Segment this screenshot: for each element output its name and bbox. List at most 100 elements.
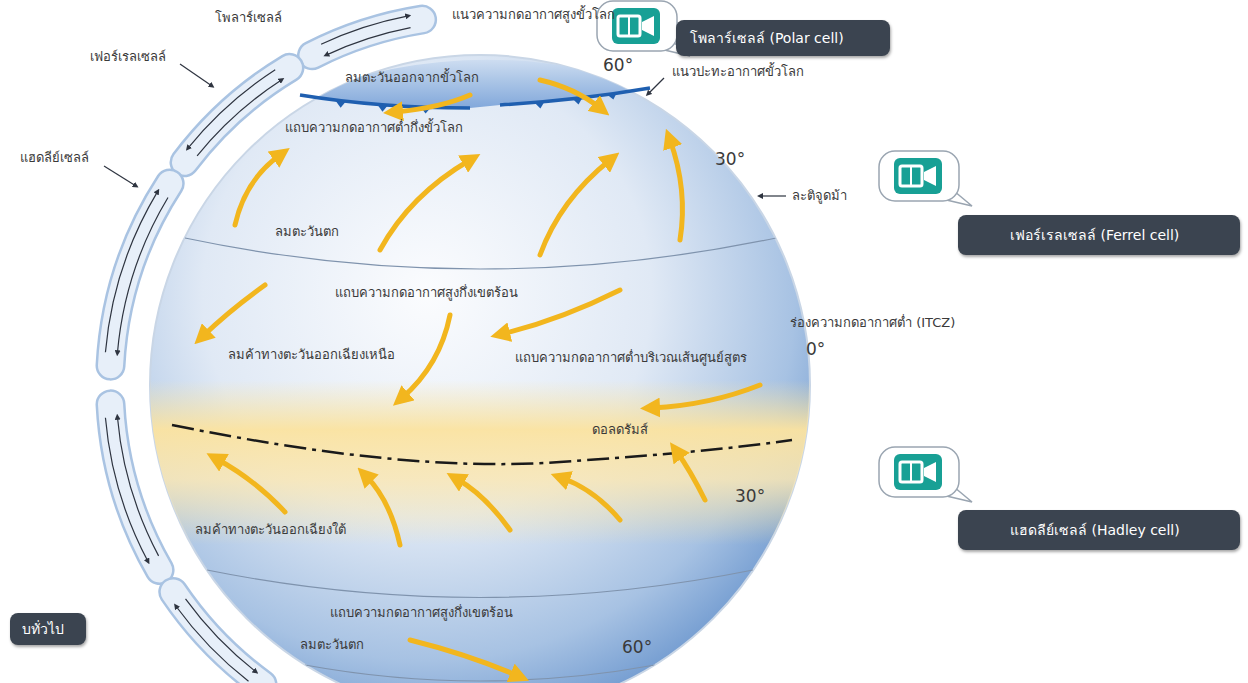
cell-flow-arrow — [188, 70, 275, 149]
front-tooth — [336, 101, 346, 108]
leader-line — [648, 78, 664, 94]
icon-tile — [612, 8, 660, 44]
front-tooth — [607, 93, 617, 100]
cell-flow-arrow — [117, 417, 158, 556]
front-teeth — [336, 93, 617, 114]
front-tooth — [573, 98, 583, 105]
latitude-line — [207, 570, 753, 598]
latitude-name: ละติจูดม้า — [792, 188, 847, 204]
wind-label: ลมตะวันออกจากขั้วโลก — [345, 70, 479, 86]
wind-arrow — [457, 479, 510, 530]
wind-arrow — [395, 95, 470, 112]
cell-flow-arrow — [105, 418, 148, 562]
camera-lens — [924, 462, 936, 482]
itcz-line — [172, 425, 792, 464]
video-button: เฟอร์เรลเซลล์ (Ferrel cell) — [958, 215, 1240, 255]
wind-arrow — [670, 140, 682, 240]
leader-line — [760, 195, 786, 196]
pressure-label: แนวความกดอากาศสูงขั้วโลก — [452, 7, 615, 23]
front-tooth — [378, 105, 388, 112]
cell-flow-arrow — [176, 606, 249, 681]
polar-cap — [300, 60, 650, 108]
cell-band — [185, 68, 290, 162]
wind-arrow — [502, 290, 620, 334]
icon-tile — [894, 454, 942, 490]
wind-arrow — [380, 160, 470, 250]
globe — [150, 55, 810, 683]
film-frame — [900, 166, 922, 186]
circulation-cells — [105, 16, 422, 683]
wind-arrow — [402, 315, 450, 398]
bubble — [879, 151, 959, 201]
wind-arrow — [562, 478, 620, 520]
video-icon — [879, 151, 972, 206]
button-text: โพลาร์เซลล์ (Polar cell) — [690, 27, 844, 49]
latitude-label: 30° — [735, 486, 765, 507]
cell-label: เฟอร์เรลเซลล์ — [90, 49, 166, 65]
cell-flow-arrow — [197, 80, 282, 156]
video-button: แฮดลีย์เซลล์ (Hadley cell) — [958, 510, 1240, 550]
camera-lens — [642, 16, 654, 36]
cell-flow-arrow — [105, 191, 157, 352]
leader-line — [104, 166, 136, 186]
wind-arrow — [540, 160, 610, 255]
trough-label: ร่องความกดอากาศต่ำ (ITCZ) — [790, 315, 955, 331]
leader-line — [180, 64, 212, 86]
wind-arrow — [217, 459, 285, 512]
pressure-label: แถบความกดอากาศต่ำกึ่งขั้วโลก — [285, 120, 463, 136]
wind-label: ลมค้าทางตะวันออกเฉียงใต้ — [195, 522, 346, 538]
wind-arrow — [235, 155, 280, 225]
pressure-label: แถบความกดอากาศต่ำบริเวณเส้นศูนย์สูตร — [515, 350, 747, 366]
latitude-line — [185, 238, 776, 269]
wind-arrows — [203, 80, 760, 676]
latitude-label: 60° — [622, 637, 652, 658]
pressure-label: แถบความกดอากาศสูงกึ่งเขตร้อน — [335, 285, 518, 301]
latitude-label: 0° — [806, 339, 825, 360]
icon-tile — [894, 158, 942, 194]
video-icon — [879, 447, 972, 502]
equator-band — [150, 380, 810, 545]
wind-arrow — [366, 476, 400, 545]
wind-label: ลมตะวันตก — [275, 224, 339, 240]
cell-band — [173, 592, 262, 683]
cell-band — [111, 183, 170, 365]
latitude-line — [305, 665, 655, 681]
front-tooth — [534, 102, 544, 109]
cell-band-fill — [173, 592, 262, 683]
film-divider — [910, 166, 912, 186]
cell-label: โพลาร์เซลล์ — [215, 10, 282, 26]
latitude-label: 30° — [715, 149, 745, 170]
wind-arrow — [540, 80, 600, 108]
button-text: บทั่วไป — [22, 618, 64, 640]
cell-flow-arrow — [186, 599, 256, 672]
menu-button: บทั่วไป — [10, 613, 86, 645]
wind-arrow — [203, 285, 265, 336]
pressure-label: แถบความกดอากาศสูงกึ่งเขตร้อน — [330, 605, 513, 621]
latitude-label: 60° — [603, 55, 633, 76]
leader-lines — [104, 64, 786, 196]
film-frame — [618, 16, 640, 36]
cell-flow-arrow — [326, 28, 410, 55]
cell-band-fill — [111, 183, 170, 365]
front-label: แนวปะทะอากาศขั้วโลก — [672, 64, 804, 80]
film-divider — [628, 16, 630, 36]
button-text: เฟอร์เรลเซลล์ (Ferrel cell) — [1010, 224, 1179, 246]
cell-band-fill — [185, 68, 290, 162]
camera-lens — [924, 166, 936, 186]
video-button: โพลาร์เซลล์ (Polar cell) — [676, 20, 890, 56]
wind-label: ลมค้าทางตะวันออกเฉียงเหนือ — [228, 347, 395, 363]
film-frame — [900, 462, 922, 482]
wind-arrow — [677, 452, 705, 500]
film-divider — [910, 462, 912, 482]
cell-band-fill — [312, 20, 422, 56]
cell-flow-arrow — [117, 198, 168, 354]
wind-arrow — [410, 640, 518, 676]
cell-band — [312, 20, 422, 56]
button-text: แฮดลีย์เซลล์ (Hadley cell) — [1010, 519, 1180, 541]
wind-arrow — [652, 385, 760, 408]
wind-label: ลมตะวันตก — [300, 637, 364, 653]
zone-label: ดอลดรัมส์ — [592, 422, 648, 438]
